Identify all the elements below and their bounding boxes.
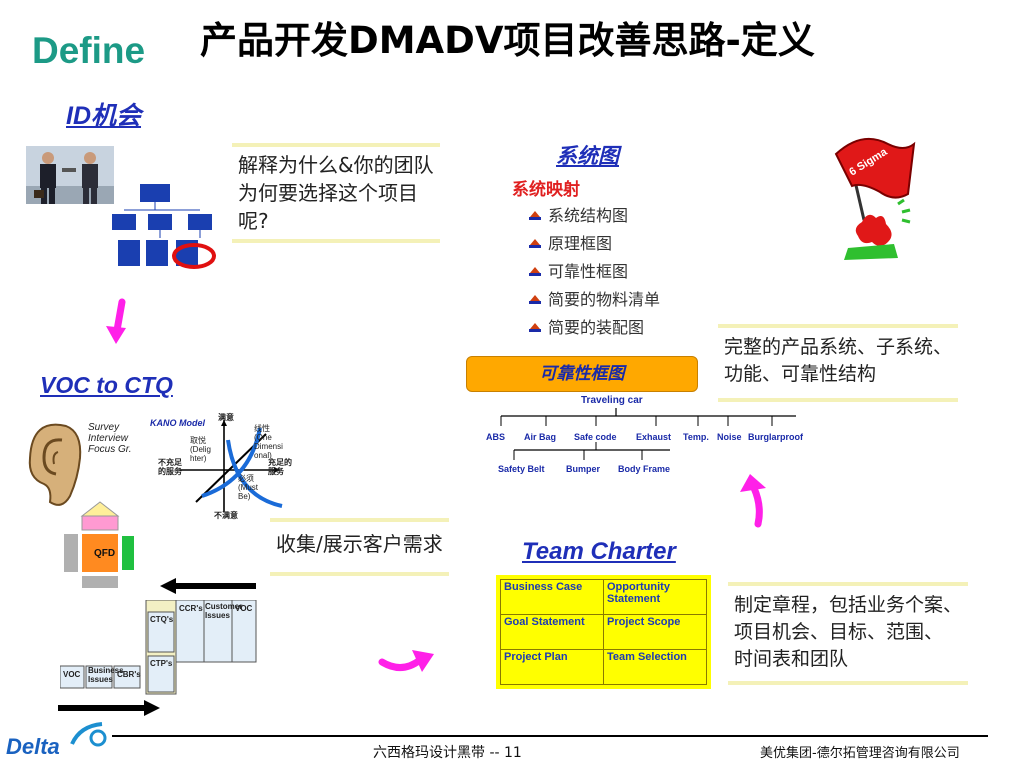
list-item: 简要的装配图 xyxy=(528,314,660,338)
survey-methods: Survey Interview Focus Gr. xyxy=(88,422,132,455)
bullet-icon xyxy=(529,267,541,276)
reliability-node: Body Frame xyxy=(618,464,671,474)
id-tree-diagram xyxy=(108,180,226,272)
bullet-icon xyxy=(529,323,541,332)
reliability-node: Air Bag xyxy=(524,432,557,442)
reliability-node: Noise xyxy=(717,432,742,442)
reliability-node: Bumper xyxy=(566,464,601,474)
kano-right-label: 充足的服务 xyxy=(268,458,292,476)
tree-voc-right-label: VOC xyxy=(235,604,253,613)
logo-mark-icon xyxy=(70,722,107,747)
reliability-node: Temp. xyxy=(683,432,709,442)
kano-title: KANO Model xyxy=(150,418,205,428)
charter-cell: Opportunity Statement xyxy=(603,579,707,615)
id-note-line-3: 呢? xyxy=(238,209,269,233)
charter-cell: Goal Statement xyxy=(500,614,604,650)
logo-text: Delta xyxy=(6,734,60,759)
kano-curves xyxy=(180,420,283,512)
six-sigma-flag-figure: 6 Sigma xyxy=(822,124,918,264)
tree-ccr-label: CCR's xyxy=(179,604,203,613)
company-name: 美优集团-德尔拓管理咨询有限公司 xyxy=(760,746,960,761)
reliability-tree: Traveling car ABS Air Bag Safe code Exha… xyxy=(466,392,806,482)
reliability-banner-text: 可靠性框图 xyxy=(539,364,625,384)
tree-ctq-label: CTQ's xyxy=(150,615,174,624)
down-arrow-icon xyxy=(106,298,126,344)
slide-title: 产品开发DMADV项目改善思路-定义 xyxy=(200,19,815,62)
reliability-root: Traveling car xyxy=(581,395,643,406)
voc-note: 收集/展示客户需求 xyxy=(270,518,449,576)
business-people-photo xyxy=(26,146,114,204)
charter-note-line-2: 项目机会、目标、范围、 xyxy=(734,621,944,643)
section-label: Define xyxy=(32,30,146,71)
reliability-node: Exhaust xyxy=(636,432,672,442)
tree-ctp-label: CTP's xyxy=(150,659,173,668)
reliability-node: Safety Belt xyxy=(498,464,545,474)
tree-voc-label: VOC xyxy=(63,670,81,679)
page-number-label: 六西格玛设计黑带 -- 11 xyxy=(373,745,522,761)
system-map-note: 完整的产品系统、子系统、 功能、可靠性结构 xyxy=(718,324,959,402)
team-charter-table: Business Case Opportunity Statement Goal… xyxy=(496,575,711,689)
reliability-tree-lines xyxy=(500,408,796,460)
system-map-subheading: 系统映射 xyxy=(512,180,580,200)
kano-left-label: 不充足的服务 xyxy=(158,458,182,476)
charter-cell: Business Case xyxy=(500,579,604,615)
system-note-line-1: 完整的产品系统、子系统、 xyxy=(724,336,953,358)
footer-divider xyxy=(112,735,988,737)
survey-method: Survey xyxy=(88,422,120,433)
tree-cbr-label: CBR's xyxy=(117,670,141,679)
reliability-node: Burglarproof xyxy=(748,432,803,442)
id-opportunity-note: 解释为什么&你的团队 为何要选择这个项目 呢? xyxy=(232,143,440,243)
charter-note-line-1: 制定章程，包括业务个案、 xyxy=(734,594,963,616)
team-charter-note: 制定章程，包括业务个案、 项目机会、目标、范围、 时间表和团队 xyxy=(728,582,969,685)
list-item: 系统结构图 xyxy=(528,202,660,226)
reliability-node: ABS xyxy=(486,432,506,442)
kano-bottom-label: 不满意 xyxy=(214,511,238,520)
team-charter-heading: Team Charter xyxy=(522,538,676,565)
charter-cell: Project Scope xyxy=(603,614,707,650)
bullet-icon xyxy=(529,239,541,248)
voc-heading: VOC to CTQ xyxy=(40,372,173,398)
ear-icon xyxy=(22,418,86,510)
reliability-node: Safe code xyxy=(574,432,617,442)
qfd-house: QFD xyxy=(60,500,140,592)
charter-note-line-3: 时间表和团队 xyxy=(734,648,849,670)
list-item: 原理框图 xyxy=(528,230,660,254)
system-map-list: 系统结构图 原理框图 可靠性框图 简要的物料清单 简要的装配图 xyxy=(528,202,660,338)
system-map-heading: 系统图 xyxy=(556,145,619,168)
bullet-icon xyxy=(529,211,541,220)
curved-up-arrow-icon xyxy=(740,474,766,528)
charter-cell: Team Selection xyxy=(603,649,707,685)
id-note-line-2: 为何要选择这个项目 xyxy=(238,181,418,205)
id-note-line-1: 解释为什么&你的团队 xyxy=(238,153,434,177)
curved-right-arrow-icon xyxy=(378,650,434,672)
delta-logo: Delta xyxy=(6,722,110,762)
qfd-label: QFD xyxy=(94,548,116,559)
list-item: 可靠性框图 xyxy=(528,258,660,282)
id-opportunity-heading: ID机会 xyxy=(66,102,142,130)
left-arrow-icon xyxy=(160,578,256,594)
voc-tree-frames xyxy=(60,600,257,695)
survey-method: Focus Gr. xyxy=(88,444,132,455)
list-item: 简要的物料清单 xyxy=(528,286,660,310)
system-note-line-2: 功能、可靠性结构 xyxy=(724,363,877,385)
right-arrow-icon xyxy=(58,700,160,716)
survey-method: Interview xyxy=(88,433,129,444)
charter-cell: Project Plan xyxy=(500,649,604,685)
reliability-banner: 可靠性框图 xyxy=(466,356,698,392)
kano-top-label: 满意 xyxy=(218,413,234,422)
bullet-icon xyxy=(529,295,541,304)
